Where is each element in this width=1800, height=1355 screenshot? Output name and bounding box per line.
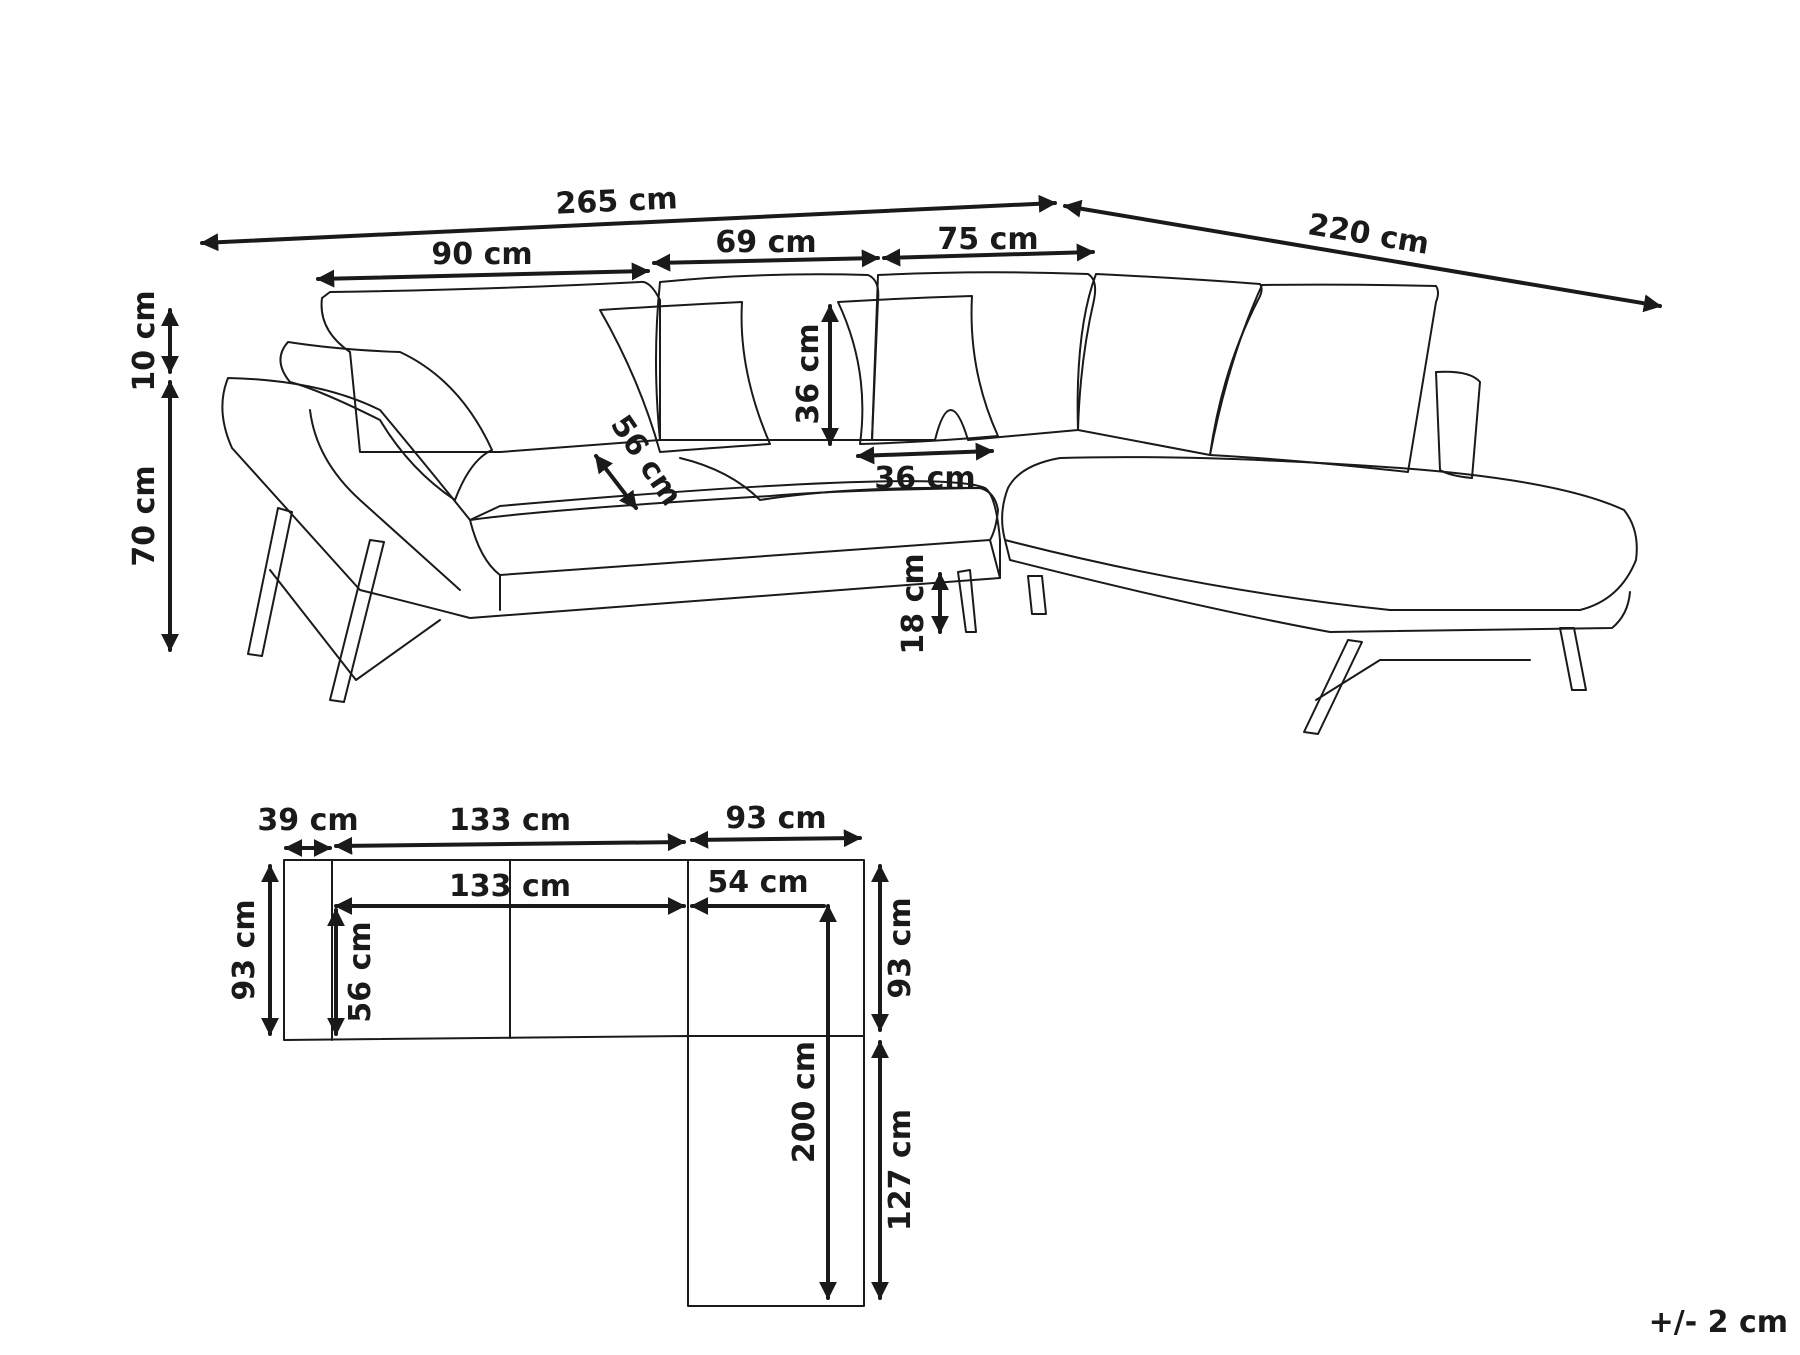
dim-seat-depth	[594, 454, 638, 510]
label-seat-left: 90 cm	[431, 237, 532, 272]
throw-pillow-left	[599, 301, 771, 453]
chaise-body	[1001, 456, 1638, 611]
dim-chaise-length	[1063, 199, 1662, 313]
leg-left-back	[329, 539, 385, 703]
label-left-inner-depth: 56 cm	[343, 921, 378, 1022]
dim-seat-right	[882, 243, 1095, 267]
dim-corner-width	[690, 829, 862, 849]
label-cushion-width: 36 cm	[874, 461, 975, 496]
leg-chaise-brace	[1315, 659, 1531, 701]
leg-chaise-front	[1303, 639, 1363, 735]
label-chaise-extension: 127 cm	[883, 1109, 918, 1231]
label-main-width: 133 cm	[449, 803, 571, 838]
label-chaise-inner: 200 cm	[787, 1041, 822, 1163]
back-cushion-4	[1076, 273, 1263, 456]
back-cushion-5	[1209, 283, 1439, 473]
leg-left-front	[247, 507, 293, 657]
throw-pillow-right	[837, 295, 999, 445]
label-chaise-length: 220 cm	[1305, 207, 1431, 262]
leg-left-brace	[269, 569, 441, 681]
back-cushion-1	[320, 280, 661, 453]
back-cushion-3	[871, 271, 1097, 441]
label-seat-middle: 69 cm	[715, 225, 816, 260]
seat-split	[679, 457, 981, 501]
back-cushion-2	[655, 273, 880, 441]
label-corner-inner: 54 cm	[707, 865, 808, 900]
label-seat-right: 75 cm	[937, 222, 1038, 257]
label-cushion-height: 36 cm	[791, 323, 826, 424]
label-back-height: 10 cm	[127, 290, 162, 391]
label-total-height: 70 cm	[127, 465, 162, 566]
label-leg-height: 18 cm	[896, 553, 931, 654]
label-left-depth: 93 cm	[227, 899, 262, 1000]
chaise-arm-right	[1435, 370, 1481, 479]
left-armrest	[221, 377, 1001, 619]
label-right-depth: 93 cm	[883, 897, 918, 998]
leg-chaise-inner	[1027, 575, 1047, 615]
label-inner-width: 133 cm	[449, 869, 571, 904]
dim-total-width	[200, 194, 1057, 252]
leg-chaise-back	[1559, 627, 1587, 691]
label-corner-width: 93 cm	[725, 801, 826, 836]
dim-seat-left	[316, 262, 650, 288]
sofa-illustration	[221, 271, 1638, 735]
dim-cushion-width	[856, 442, 994, 465]
tolerance-note: +/- 2 cm	[1649, 1305, 1788, 1340]
dim-main-width	[334, 833, 686, 855]
chaise-base	[1004, 539, 1631, 633]
left-arm-inner	[309, 409, 461, 591]
label-total-width: 265 cm	[555, 181, 679, 222]
label-armrest-width: 39 cm	[257, 803, 358, 838]
dim-seat-middle	[652, 249, 880, 272]
plan-dimensions: 39 cm 133 cm 93 cm 133 cm 54 cm 93 cm 56…	[227, 801, 918, 1300]
left-back-pillow	[279, 341, 493, 501]
sofa-dimensions: 265 cm 220 cm 90 cm 69 cm 75 cm 10 cm 70…	[127, 181, 1662, 655]
plan-outer-outline	[283, 859, 865, 1307]
seat-line	[499, 539, 1001, 611]
leg-middle	[957, 569, 977, 633]
